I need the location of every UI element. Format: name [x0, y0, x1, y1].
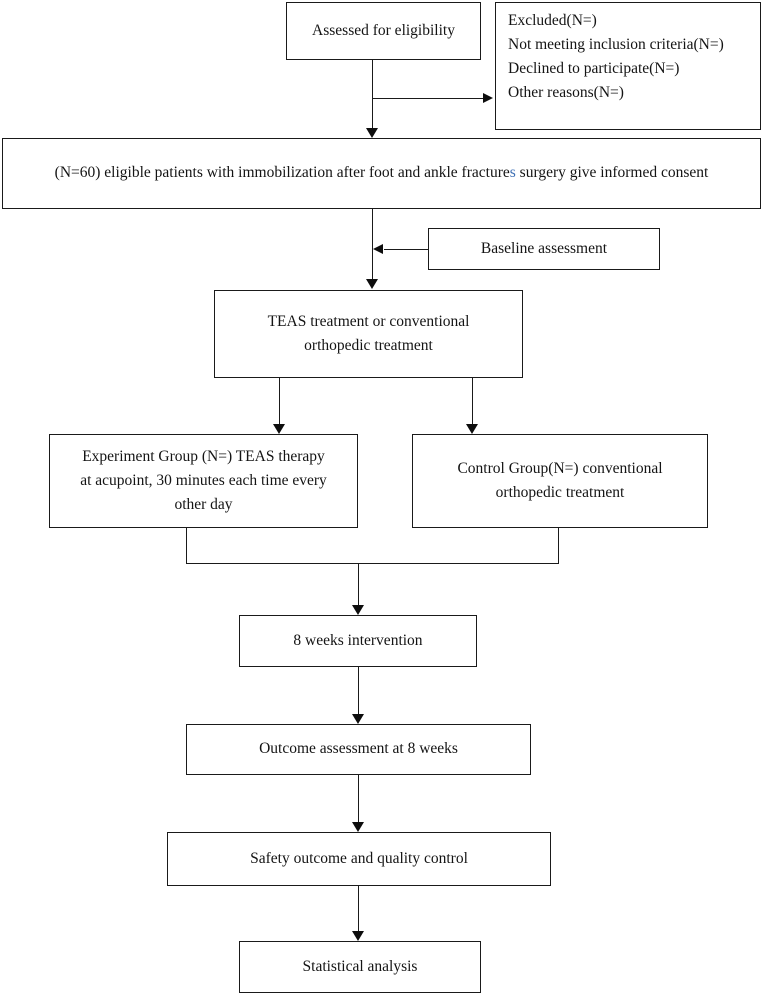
connector-safety-to-statistics [358, 886, 359, 933]
arrowhead-allocation-to-experiment [273, 424, 285, 434]
enrolled-text-after: surgery give informed consent [515, 164, 709, 182]
node-safety-label: Safety outcome and quality control [250, 849, 468, 867]
arrowhead-enrolled-to-allocation [366, 279, 378, 289]
excluded-line-3: Declined to participate(N=) [508, 60, 680, 78]
connector-merge-to-intervention [358, 563, 359, 607]
connector-groups-merge-bar [186, 563, 559, 564]
node-assessed-label: Assessed for eligibility [312, 21, 455, 39]
connector-outcome-to-safety [358, 775, 359, 824]
experiment-group-line-2: at acupoint, 30 minutes each time every [80, 471, 327, 489]
node-statistics-label: Statistical analysis [302, 957, 418, 975]
node-enrolled-informed-consent[interactable]: (N=60) eligible patients with immobiliza… [2, 138, 761, 209]
experiment-group-line-1: Experiment Group (N=) TEAS therapy [82, 447, 325, 465]
control-group-line-2: orthopedic treatment [495, 484, 625, 501]
node-8-weeks-intervention[interactable]: 8 weeks intervention [239, 615, 477, 667]
node-control-group[interactable]: Control Group(N=) conventional orthopedi… [412, 434, 708, 528]
node-outcome-label: Outcome assessment at 8 weeks [259, 740, 458, 758]
connector-intervention-to-outcome [358, 667, 359, 716]
connector-enrolled-to-allocation [372, 209, 373, 281]
connector-control-group-down [558, 528, 559, 563]
arrowhead-outcome-to-safety [352, 822, 364, 832]
control-group-line-1: Control Group(N=) conventional [457, 459, 663, 477]
arrowhead-assessed-to-excluded [483, 93, 493, 103]
enrolled-text: (N=60) eligible patients with immobiliza… [13, 161, 750, 185]
excluded-line-2: Not meeting inclusion criteria(N=) [508, 36, 724, 54]
arrowhead-assessed-to-enrolled [366, 128, 378, 138]
node-safety-outcome[interactable]: Safety outcome and quality control [167, 832, 551, 886]
node-baseline-label: Baseline assessment [480, 239, 608, 257]
arrowhead-safety-to-statistics [352, 931, 364, 941]
connector-baseline-to-trunk [384, 249, 428, 250]
excluded-line-4: Other reasons(N=) [508, 84, 624, 102]
node-excluded[interactable]: Excluded(N=) Not meeting inclusion crite… [495, 2, 761, 130]
node-intervention-label: 8 weeks intervention [293, 631, 423, 649]
experiment-group-line-3: other day [174, 496, 233, 513]
node-outcome-assessment[interactable]: Outcome assessment at 8 weeks [186, 724, 531, 775]
enrolled-text-before: (N=60) eligible patients with immobiliza… [54, 164, 510, 182]
arrowhead-merge-to-intervention [352, 605, 364, 615]
excluded-line-1: Excluded(N=) [508, 12, 597, 29]
connector-allocation-to-experiment [279, 378, 280, 426]
connector-experiment-group-down [186, 528, 187, 563]
node-experiment-group[interactable]: Experiment Group (N=) TEAS therapy at ac… [49, 434, 358, 528]
node-baseline-assessment[interactable]: Baseline assessment [428, 228, 660, 270]
connector-assessed-to-enrolled [372, 60, 373, 130]
allocation-line-2: orthopedic treatment [304, 337, 433, 354]
arrowhead-allocation-to-control [466, 424, 478, 434]
connector-assessed-to-excluded [372, 98, 483, 99]
node-statistical-analysis[interactable]: Statistical analysis [239, 941, 481, 993]
arrowhead-baseline-to-trunk [373, 244, 383, 254]
enrolled-text-highlight: s [509, 164, 516, 182]
connector-allocation-to-control [472, 378, 473, 426]
node-assessed-for-eligibility[interactable]: Assessed for eligibility [286, 2, 481, 60]
arrowhead-intervention-to-outcome [352, 714, 364, 724]
allocation-line-1: TEAS treatment or conventional [267, 312, 470, 330]
node-allocation-teas-or-conventional[interactable]: TEAS treatment or conventional orthopedi… [214, 290, 523, 378]
